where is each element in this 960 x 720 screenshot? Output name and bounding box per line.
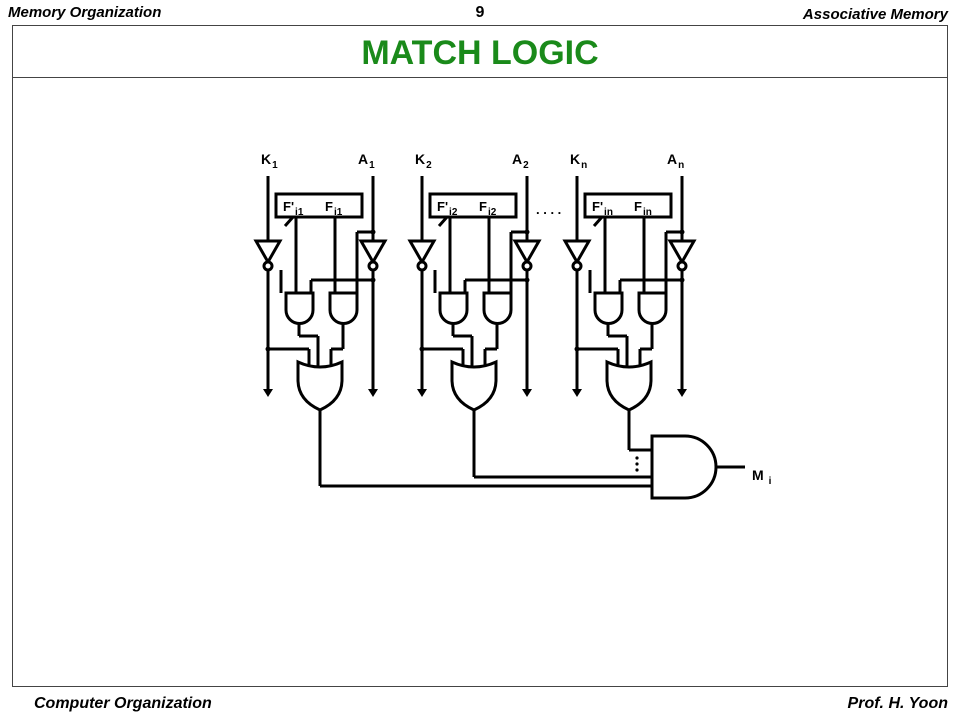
argument-label: An [667,151,684,171]
title-divider [12,77,948,78]
footer-author: Prof. H. Yoon [847,695,948,712]
bit-cell: Kn AnF'in Fin [562,151,697,412]
interconnect-wires [318,410,652,488]
f-register-box [583,192,673,219]
and-gate [593,291,624,325]
bit-cell: K1 A1F'i1 Fi1 [253,151,388,412]
final-and-gate [650,434,745,500]
k-inverter [407,239,437,266]
bit-cell: K2 A2F'i2 Fi2 [407,151,542,412]
f-label: Fin [634,199,652,218]
key-label: K2 [415,151,432,171]
argument-label: A2 [512,151,529,171]
a-inverter [512,239,542,266]
f-register-box [274,192,364,219]
or-gate [450,359,498,412]
key-label: K1 [261,151,278,171]
k-inverter [253,239,283,266]
header-topic-label: Associative Memory [802,6,948,23]
page-number: 9 [475,4,485,21]
f-label: Fi1 [325,199,343,218]
and-gate [482,291,513,325]
columns-ellipsis: . . . . [536,202,561,217]
k-inverter [562,239,592,266]
footer-course: Computer Organization [34,695,212,712]
slide-title: MATCH LOGIC [361,34,599,72]
f-label: Fi2 [479,199,497,218]
bit-cells: K1 A1F'i1 Fi1 K2 A2F'i2 Fi2 Kn AnF'in Fin [253,151,697,412]
slide-frame [12,25,948,687]
f-prime-label: F'i2 [437,199,458,218]
header-section-label: Memory Organization [8,4,162,21]
key-label: Kn [570,151,587,171]
argument-label: A1 [358,151,375,171]
or-gate [296,359,344,412]
a-inverter [667,239,697,266]
input-ellipsis-dots [635,456,639,472]
and-gate [438,291,469,325]
a-inverter [358,239,388,266]
f-register-box [428,192,518,219]
and-gate [637,291,668,325]
f-prime-label: F'in [592,199,613,218]
or-gate [605,359,653,412]
and-gate [284,291,315,325]
f-prime-label: F'i1 [283,199,304,218]
and-gate [328,291,359,325]
